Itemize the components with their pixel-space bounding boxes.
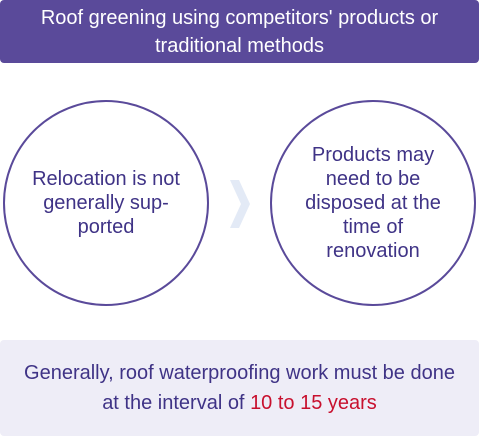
chevron-right-icon [230,180,250,228]
relocation-line-1: Relocation is not [32,168,180,190]
footer-line-2-prefix: at the interval of [102,392,251,414]
interval-highlight: 10 to 15 years [250,392,377,414]
disposal-line-2: need to be [325,168,421,190]
header-banner: Roof greening using competitors' product… [0,0,479,63]
disposal-circle: Products may need to be disposed at the … [270,100,476,306]
disposal-line-4: time of [342,216,404,238]
relocation-line-2: generally sup- [43,192,169,214]
disposal-line-5: renovation [326,240,420,262]
relocation-line-3: ported [77,216,135,238]
relocation-circle: Relocation is not generally sup- ported [3,100,209,306]
header-line-1: Roof greening using competitors' product… [40,6,439,29]
footer-line-1: Generally, roof waterproofing work must … [24,362,455,384]
footer-line-2: at the interval of 10 to 15 years [102,388,377,418]
footer-note: Generally, roof waterproofing work must … [0,340,479,436]
header-line-2: traditional methods [155,34,324,57]
disposal-line-1: Products may [311,144,435,166]
disposal-line-3: disposed at the [305,192,441,214]
